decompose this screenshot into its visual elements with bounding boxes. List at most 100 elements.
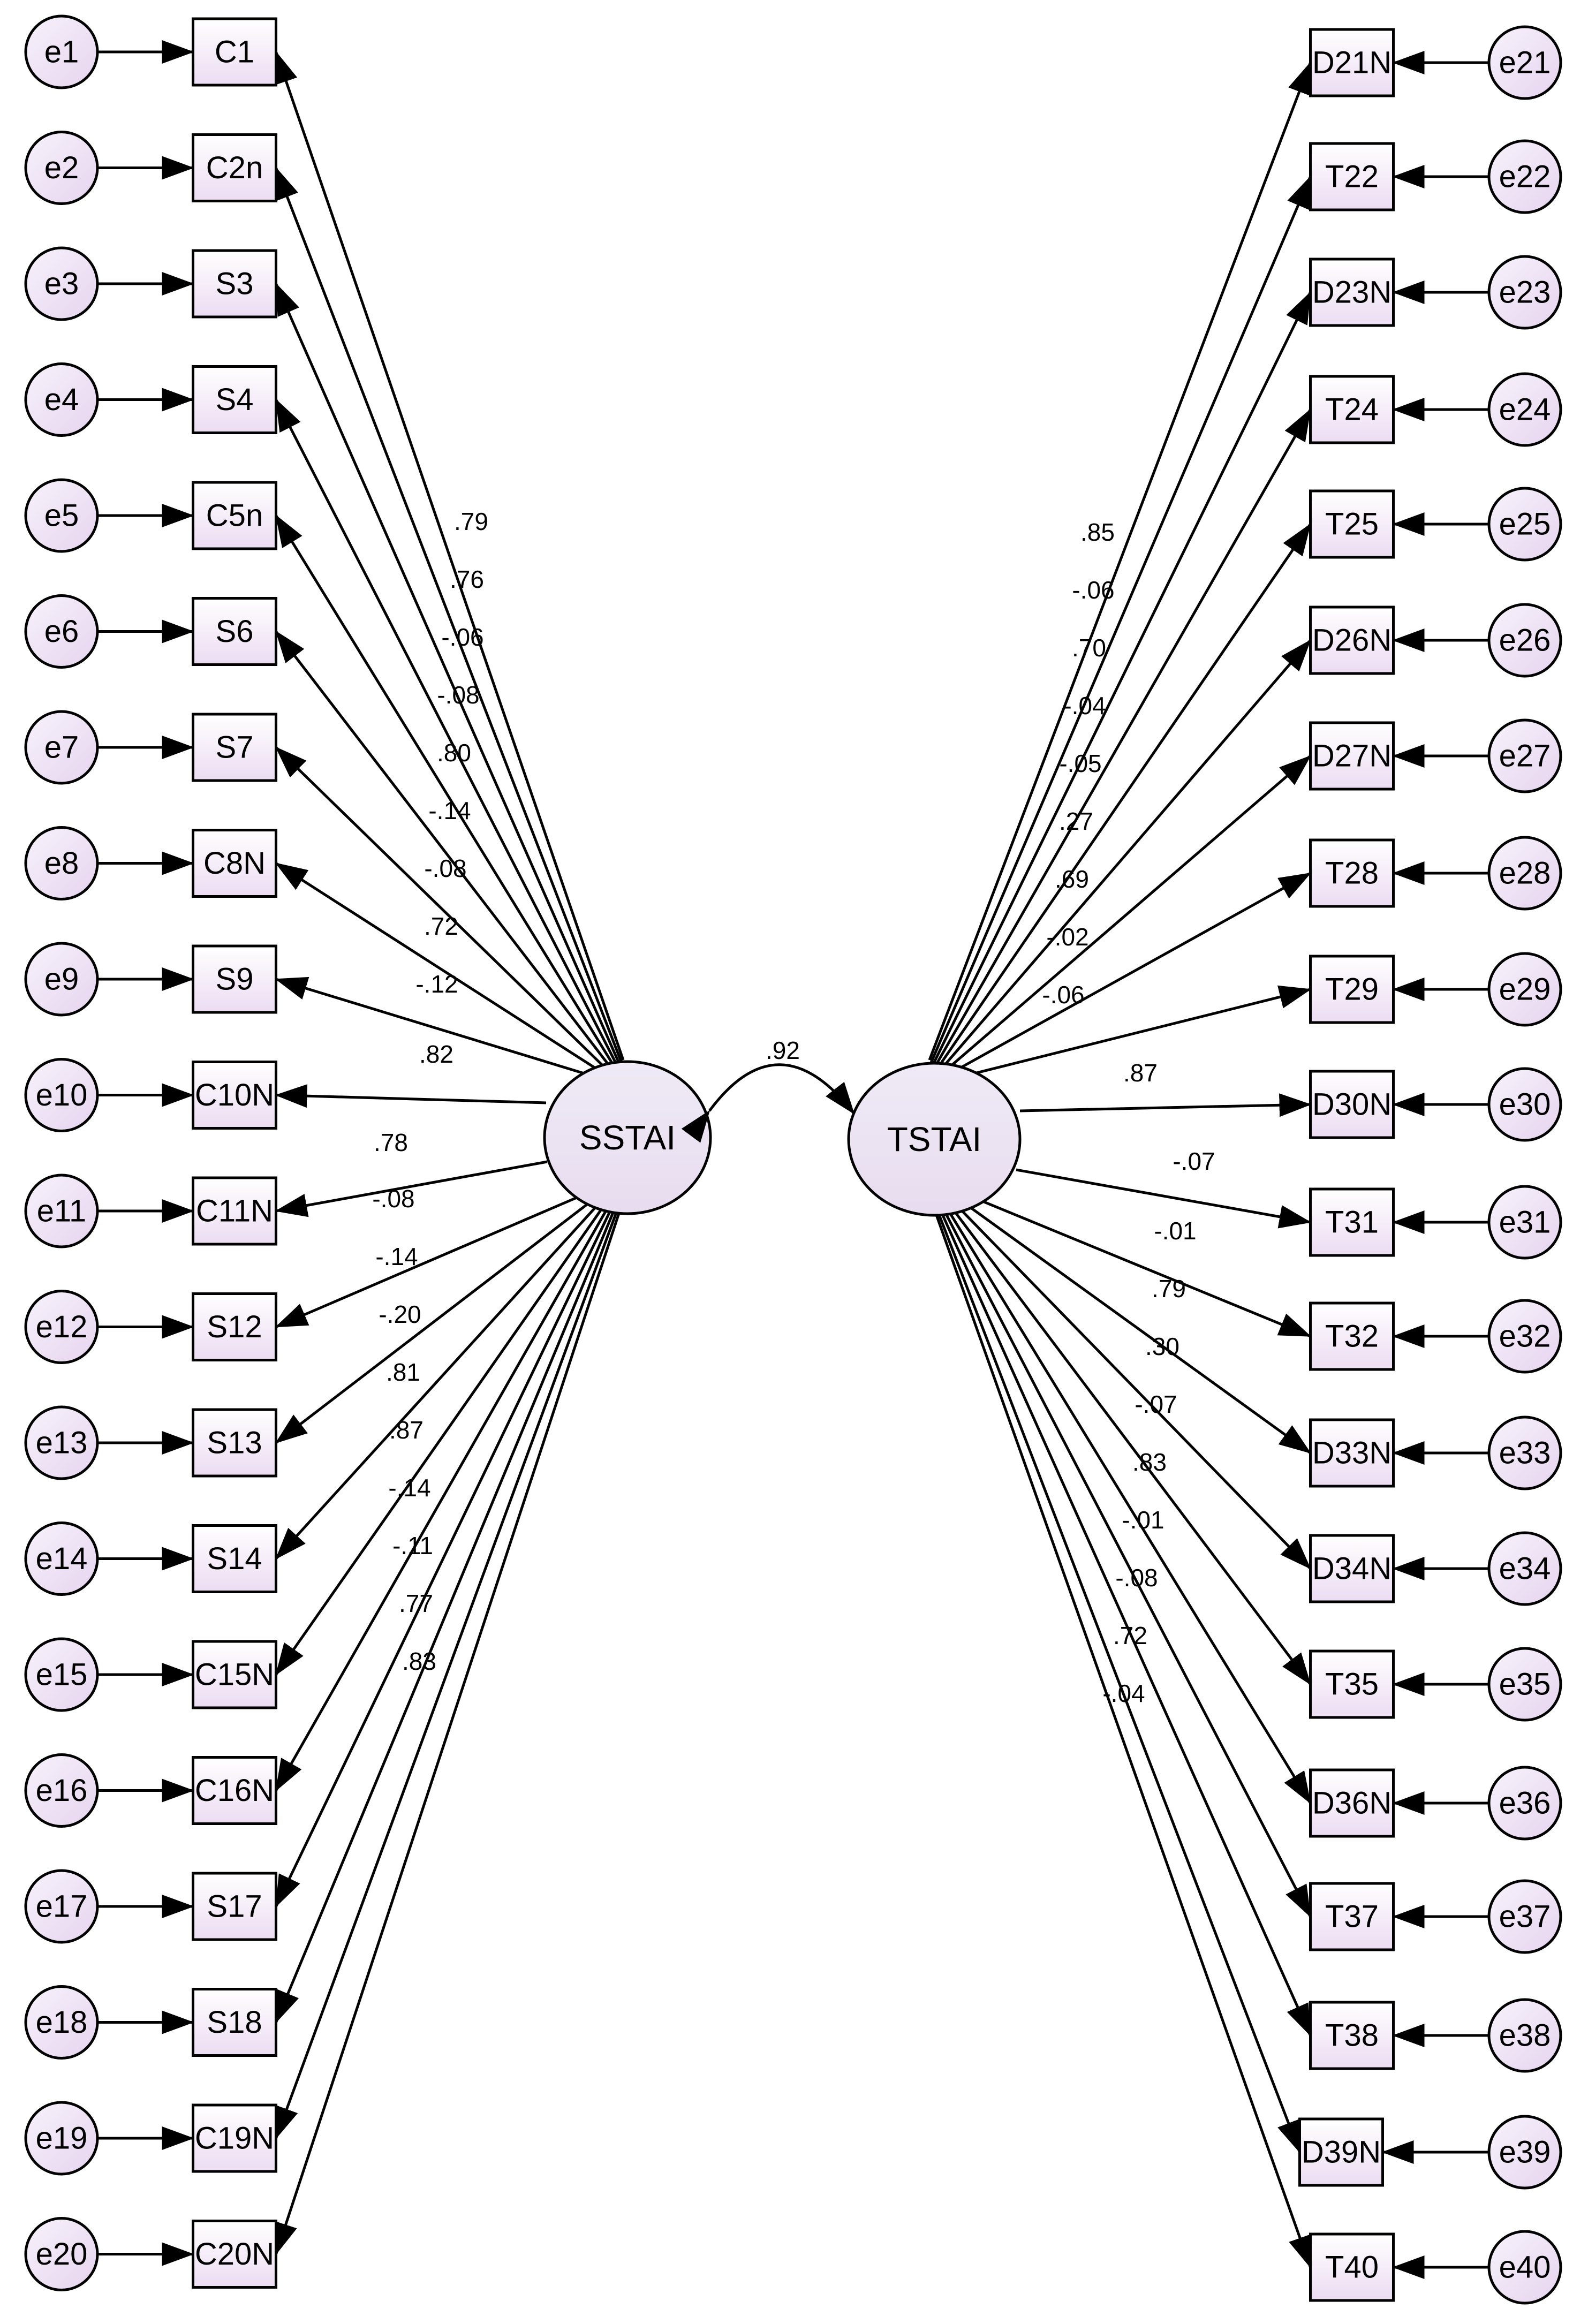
indicator-c19n[interactable]: C19N [192, 2103, 277, 2173]
indicator-t40[interactable]: T40 [1309, 2232, 1395, 2302]
error-term-e33[interactable]: e33 [1487, 1415, 1562, 1490]
loading-path-right-6 [936, 639, 1312, 1074]
indicator-t31[interactable]: T31 [1309, 1187, 1395, 1257]
error-label: e34 [1499, 1551, 1551, 1586]
indicator-s17[interactable]: S17 [192, 1872, 277, 1941]
indicator-c2n[interactable]: C2n [192, 133, 277, 202]
error-term-e29[interactable]: e29 [1487, 952, 1562, 1027]
error-term-e28[interactable]: e28 [1487, 836, 1562, 911]
error-term-e9[interactable]: e9 [24, 942, 99, 1017]
error-term-e39[interactable]: e39 [1487, 2115, 1562, 2190]
error-term-e3[interactable]: e3 [24, 246, 99, 321]
loading-path-left-14 [275, 1186, 615, 1560]
indicator-d26n[interactable]: D26N [1309, 605, 1395, 675]
error-term-e23[interactable]: e23 [1487, 255, 1562, 330]
error-term-e15[interactable]: e15 [24, 1637, 99, 1712]
latent-sstai[interactable]: SSTAI [543, 1060, 712, 1215]
latent-tstai[interactable]: TSTAI [847, 1062, 1022, 1217]
error-term-e17[interactable]: e17 [24, 1869, 99, 1944]
indicator-s4[interactable]: S4 [192, 365, 277, 434]
indicator-s14[interactable]: S14 [192, 1524, 277, 1593]
error-term-e32[interactable]: e32 [1487, 1299, 1562, 1374]
error-term-e11[interactable]: e11 [24, 1174, 99, 1248]
loading-path-left-19 [275, 1198, 623, 2139]
indicator-d23n[interactable]: D23N [1309, 258, 1395, 327]
error-term-e40[interactable]: e40 [1487, 2230, 1562, 2305]
error-term-e12[interactable]: e12 [24, 1290, 99, 1364]
indicator-s18[interactable]: S18 [192, 1988, 277, 2057]
indicator-d21n[interactable]: D21N [1309, 28, 1395, 97]
indicator-c8n[interactable]: C8N [192, 829, 277, 898]
error-term-e37[interactable]: e37 [1487, 1879, 1562, 1954]
error-term-e25[interactable]: e25 [1487, 487, 1562, 562]
indicator-d30n[interactable]: D30N [1309, 1070, 1395, 1139]
error-term-e24[interactable]: e24 [1487, 372, 1562, 447]
error-term-e16[interactable]: e16 [24, 1753, 99, 1828]
loading-path-right-4 [933, 408, 1312, 1069]
error-label: e38 [1499, 2018, 1551, 2053]
error-term-e19[interactable]: e19 [24, 2101, 99, 2176]
indicator-d33n[interactable]: D33N [1309, 1418, 1395, 1488]
indicator-c10n[interactable]: C10N [192, 1061, 277, 1130]
indicator-c16n[interactable]: C16N [192, 1756, 277, 1825]
error-term-e21[interactable]: e21 [1487, 25, 1562, 100]
indicator-label: T24 [1325, 392, 1379, 427]
indicator-d27n[interactable]: D27N [1309, 721, 1395, 791]
error-term-e13[interactable]: e13 [24, 1405, 99, 1480]
error-term-e10[interactable]: e10 [24, 1058, 99, 1132]
indicator-t28[interactable]: T28 [1309, 838, 1395, 908]
error-term-e22[interactable]: e22 [1487, 139, 1562, 214]
indicator-s9[interactable]: S9 [192, 944, 277, 1014]
error-term-e1[interactable]: e1 [24, 14, 99, 89]
error-term-e36[interactable]: e36 [1487, 1766, 1562, 1841]
error-term-e7[interactable]: e7 [24, 710, 99, 785]
error-term-e27[interactable]: e27 [1487, 718, 1562, 793]
indicator-t38[interactable]: T38 [1309, 2001, 1395, 2070]
error-term-e35[interactable]: e35 [1487, 1647, 1562, 1722]
loading-label-right-9: -.06 [1042, 981, 1084, 1009]
indicator-t22[interactable]: T22 [1309, 142, 1395, 211]
indicator-c15n[interactable]: C15N [192, 1640, 277, 1709]
indicator-c11n[interactable]: C11N [192, 1176, 277, 1246]
error-label: e6 [44, 614, 79, 649]
error-term-e2[interactable]: e2 [24, 131, 99, 205]
indicator-s7[interactable]: S7 [192, 713, 277, 782]
loading-path-left-7 [275, 746, 615, 1077]
indicator-label: C1 [215, 35, 254, 70]
error-label: e23 [1499, 275, 1551, 310]
error-label: e7 [44, 730, 79, 765]
error-term-e30[interactable]: e30 [1487, 1067, 1562, 1142]
indicator-s12[interactable]: S12 [192, 1292, 277, 1361]
indicator-s6[interactable]: S6 [192, 597, 277, 666]
indicator-label: S9 [216, 962, 254, 997]
indicator-t25[interactable]: T25 [1309, 489, 1395, 559]
error-term-e18[interactable]: e18 [24, 1985, 99, 2060]
error-term-e34[interactable]: e34 [1487, 1531, 1562, 1606]
error-term-e20[interactable]: e20 [24, 2217, 99, 2291]
indicator-d34n[interactable]: D34N [1309, 1534, 1395, 1603]
indicator-label: D27N [1312, 739, 1392, 774]
loading-label-right-20: -.04 [1102, 1679, 1145, 1707]
error-term-e38[interactable]: e38 [1487, 1998, 1562, 2073]
error-term-e5[interactable]: e5 [24, 478, 99, 553]
error-term-e26[interactable]: e26 [1487, 603, 1562, 678]
indicator-c5n[interactable]: C5n [192, 481, 277, 550]
error-term-e6[interactable]: e6 [24, 594, 99, 669]
indicator-s3[interactable]: S3 [192, 249, 277, 319]
indicator-s13[interactable]: S13 [192, 1408, 277, 1478]
indicator-t37[interactable]: T37 [1309, 1882, 1395, 1951]
error-term-e14[interactable]: e14 [24, 1521, 99, 1596]
loading-path-right-7 [938, 755, 1312, 1077]
indicator-c1[interactable]: C1 [192, 17, 277, 87]
indicator-d36n[interactable]: D36N [1309, 1768, 1395, 1838]
indicator-c20n[interactable]: C20N [192, 2220, 277, 2289]
error-term-e4[interactable]: e4 [24, 362, 99, 437]
indicator-t35[interactable]: T35 [1309, 1649, 1395, 1719]
indicator-t32[interactable]: T32 [1309, 1301, 1395, 1371]
indicator-d39n[interactable]: D39N [1298, 2117, 1384, 2187]
error-term-e8[interactable]: e8 [24, 826, 99, 900]
indicator-t24[interactable]: T24 [1309, 375, 1395, 444]
error-term-e31[interactable]: e31 [1487, 1185, 1562, 1260]
indicator-t29[interactable]: T29 [1309, 955, 1395, 1024]
